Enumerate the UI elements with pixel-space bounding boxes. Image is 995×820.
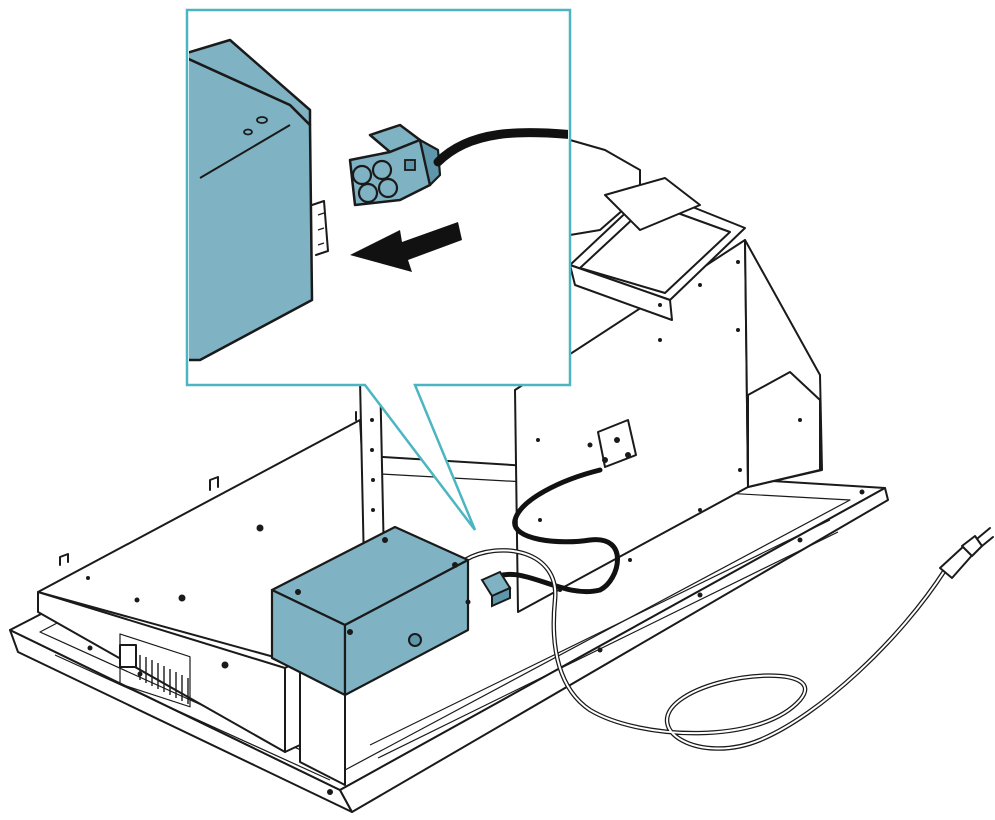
connector-icon [348,123,442,207]
power-cable-with-plug [462,527,994,751]
fan-duct-housing [514,139,823,613]
control-box [270,525,471,697]
support-post [299,371,385,786]
cable-connector [480,570,512,608]
internal-cable [487,467,620,595]
detail-callout [185,8,572,531]
arrow-left-icon [350,222,462,272]
